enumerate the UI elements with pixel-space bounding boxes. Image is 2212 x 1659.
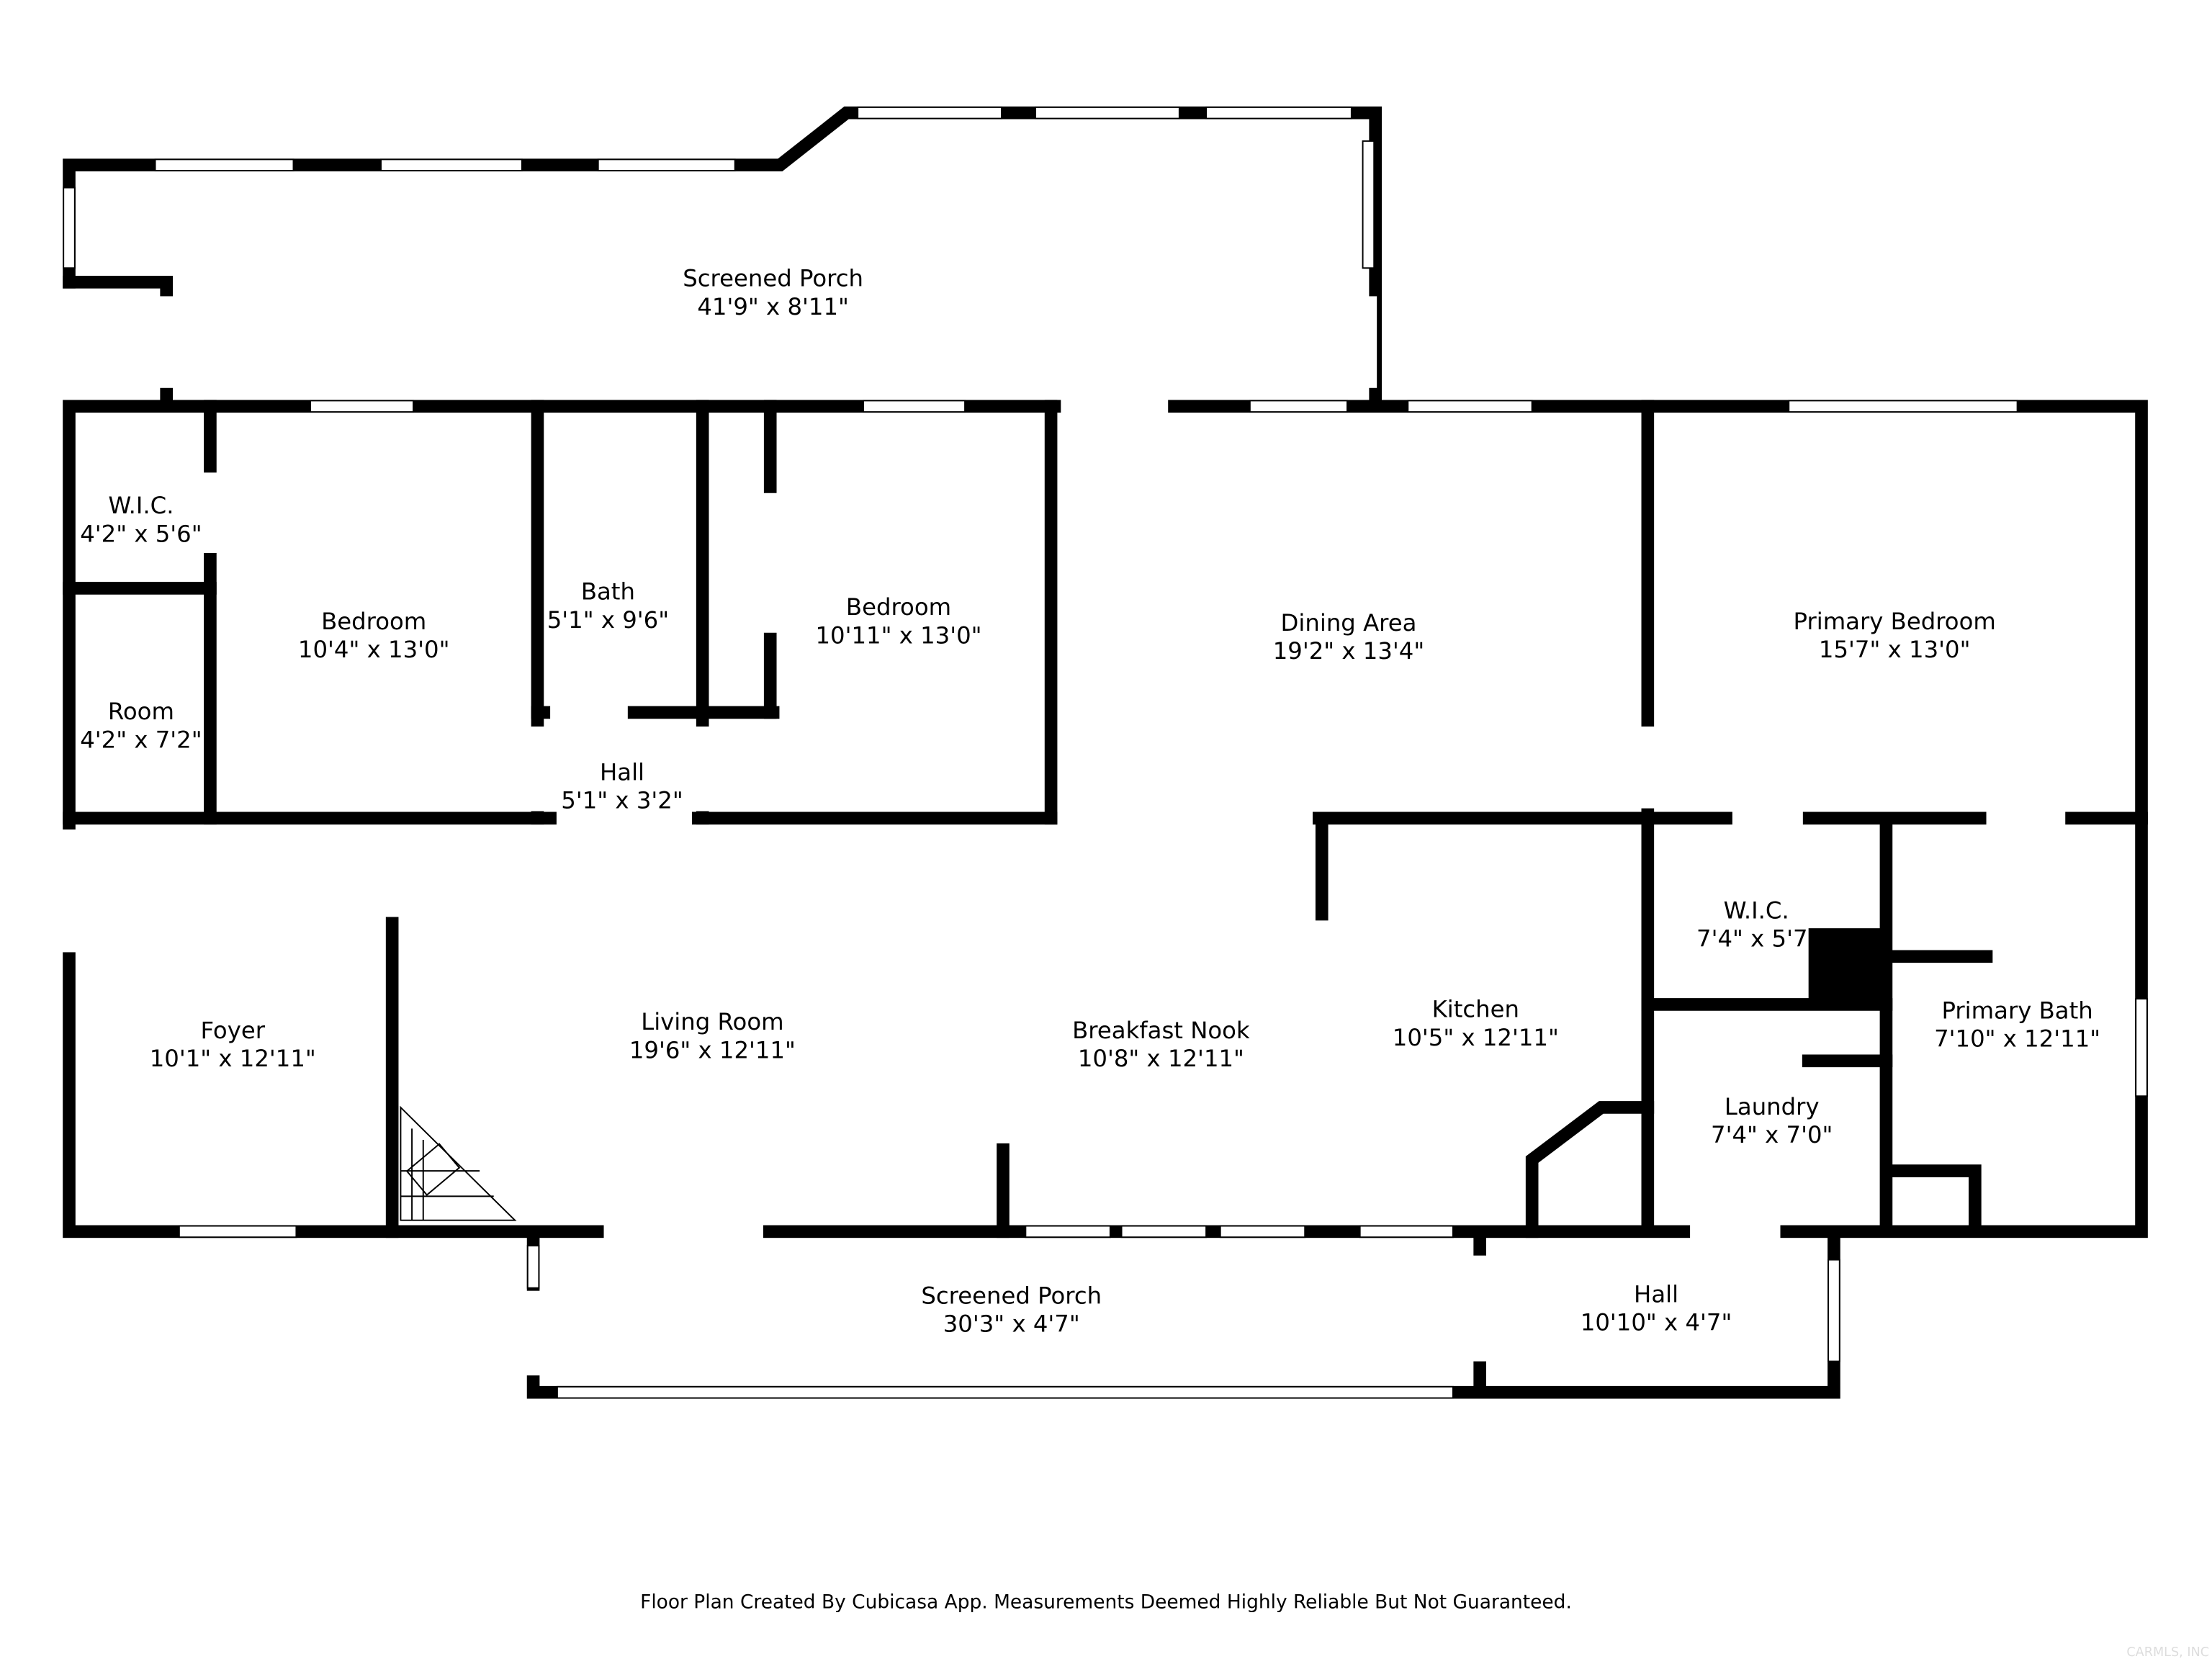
- room-name: W.I.C.: [1724, 896, 1789, 924]
- room-size: 4'2" x 7'2": [80, 726, 202, 753]
- room-name: Room: [108, 698, 174, 725]
- room-size: 41'9" x 8'11": [697, 293, 849, 320]
- room-size: 10'8" x 12'11": [1078, 1045, 1244, 1072]
- room-name: Hall: [1634, 1280, 1678, 1308]
- room-size: 10'10" x 4'7": [1581, 1309, 1732, 1336]
- room-name: Screened Porch: [683, 265, 863, 292]
- room-size: 10'5" x 12'11": [1393, 1024, 1559, 1051]
- room-size: 19'2" x 13'4": [1273, 637, 1425, 665]
- room-name: Bedroom: [846, 593, 951, 621]
- room-size: 30'3" x 4'7": [943, 1310, 1080, 1337]
- room-name: Foyer: [201, 1017, 266, 1044]
- room-size: 7'4" x 5'7: [1696, 925, 1808, 953]
- room-name: Hall: [600, 758, 644, 786]
- room-labels: Screened Porch 41'9" x 8'11" W.I.C. 4'2"…: [80, 265, 2100, 1338]
- room-name: Laundry: [1725, 1093, 1820, 1120]
- room-size: 15'7" x 13'0": [1819, 636, 1971, 663]
- room-name: Bath: [581, 578, 635, 606]
- room-size: 10'4" x 13'0": [298, 636, 450, 663]
- walls: [63, 106, 2148, 1399]
- room-size: 10'1" x 12'11": [150, 1045, 316, 1072]
- room-name: Breakfast Nook: [1072, 1017, 1250, 1044]
- room-name: Bedroom: [321, 608, 426, 635]
- openings: [60, 296, 2066, 1376]
- room-name: Primary Bedroom: [1794, 608, 1996, 635]
- room-name: Primary Bath: [1942, 997, 2093, 1025]
- watermark: CARMLS, INC: [2126, 1645, 2209, 1659]
- room-size: 10'11" x 13'0": [815, 621, 981, 649]
- room-name: Kitchen: [1432, 996, 1519, 1023]
- room-name: Dining Area: [1281, 609, 1417, 637]
- windows: [63, 106, 2148, 1399]
- room-size: 4'2" x 5'6": [80, 520, 202, 547]
- room-name: W.I.C.: [108, 492, 174, 519]
- room-size: 5'1" x 9'6": [547, 606, 669, 634]
- room-size: 7'10" x 12'11": [1934, 1025, 2100, 1053]
- room-name: Living Room: [641, 1008, 783, 1035]
- room-size: 5'1" x 3'2": [561, 787, 683, 814]
- disclaimer-footer: Floor Plan Created By Cubicasa App. Meas…: [640, 1591, 1572, 1613]
- room-size: 7'4" x 7'0": [1711, 1121, 1833, 1148]
- room-size: 19'6" x 12'11": [629, 1036, 796, 1064]
- room-name: Screened Porch: [921, 1282, 1102, 1309]
- fireplace: [400, 1105, 517, 1221]
